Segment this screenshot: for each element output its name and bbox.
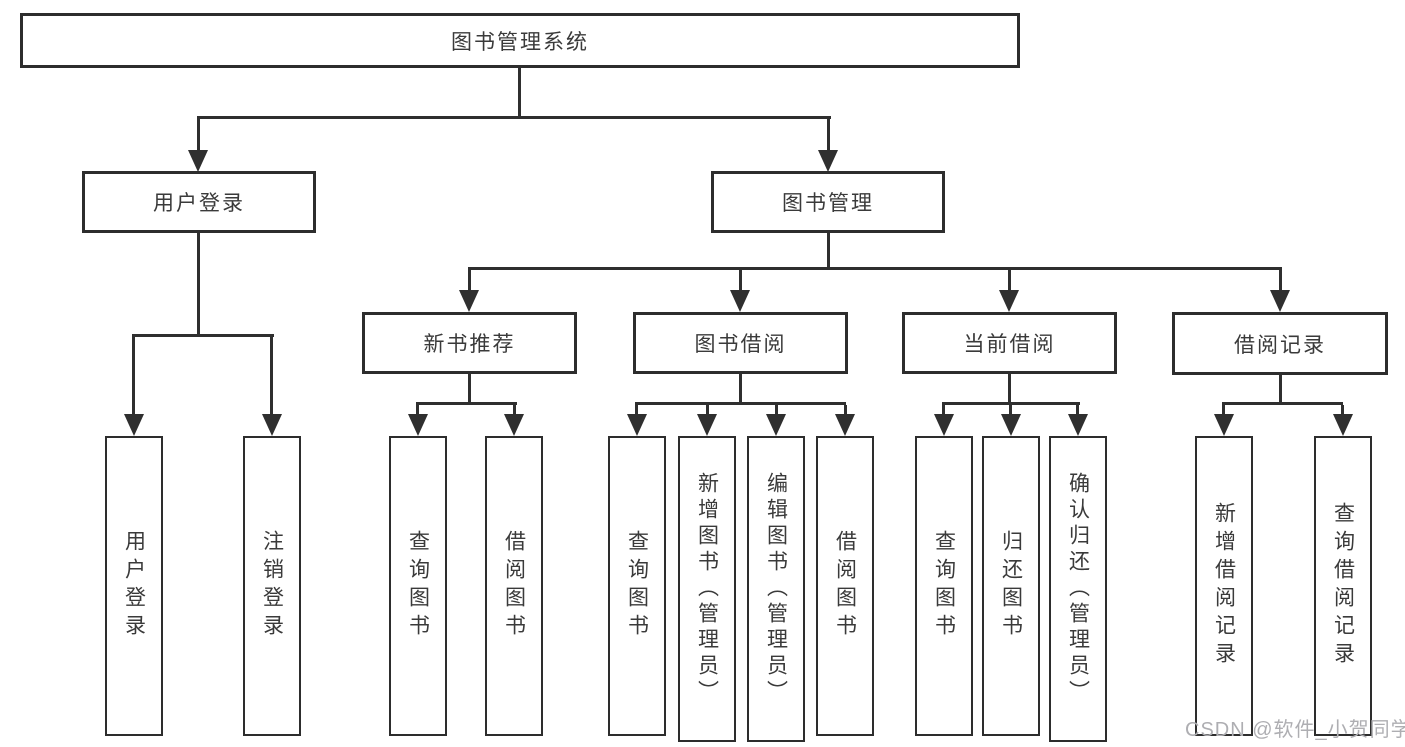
arrowhead-to-borrow-leaf4 [835, 414, 855, 436]
arrowhead-to-login-leaf1 [124, 414, 144, 436]
connector-borrow-leaf4-stem [844, 405, 847, 415]
connector-new-book-stem [468, 270, 471, 292]
leaf-add-book-admin: 新增图书（管理员） [678, 436, 736, 742]
leaf-current-search-book: 查询图书 [915, 436, 973, 736]
connector-book-borrow-vline [739, 374, 742, 404]
node-user-login: 用户登录 [82, 171, 316, 233]
node-current-borrow: 当前借阅 [902, 312, 1117, 374]
connector-current-borrow-vline [1008, 374, 1011, 404]
arrowhead-to-borrow-leaf3 [766, 414, 786, 436]
leaf-rec-borrow-book: 借阅图书 [485, 436, 543, 736]
csdn-watermark: CSDN @软件_小贺同学 [1185, 719, 1405, 741]
connector-borrow-records-vline [1279, 375, 1282, 404]
connector-current-leaf2-stem [1009, 405, 1012, 415]
leaf-rec-search-book: 查询图书 [389, 436, 447, 736]
connector-book-mgmt-hline [468, 267, 1282, 270]
connector-book-borrow-stem [739, 270, 742, 292]
connector-book-mgmt-vline [827, 233, 830, 268]
arrowhead-to-current-leaf1 [934, 414, 954, 436]
leaf-borrow-search-book: 查询图书 [608, 436, 666, 736]
arrowhead-to-new-book [459, 290, 479, 312]
node-library-management-system: 图书管理系统 [20, 13, 1020, 68]
connector-root-hline [197, 116, 831, 119]
leaf-borrow-book: 借阅图书 [816, 436, 874, 736]
arrowhead-to-records-leaf1 [1214, 414, 1234, 436]
connector-current-borrow-hline [942, 402, 1080, 405]
connector-borrow-leaf1-stem [635, 405, 638, 415]
arrowhead-to-current-leaf3 [1068, 414, 1088, 436]
connector-borrow-records-stem [1279, 270, 1282, 292]
arrowhead-to-borrow-leaf1 [627, 414, 647, 436]
node-new-book-recommend: 新书推荐 [362, 312, 577, 374]
connector-borrow-leaf3-stem [775, 405, 778, 415]
arrowhead-to-book-mgmt [818, 150, 838, 172]
connector-borrow-records-hline [1222, 402, 1343, 405]
leaf-user-login: 用户登录 [105, 436, 163, 736]
arrowhead-to-login-leaf2 [262, 414, 282, 436]
connector-current-leaf3-stem [1076, 405, 1079, 415]
connector-user-login-hline [132, 334, 274, 337]
connector-records-leaf1-stem [1222, 405, 1225, 415]
arrowhead-to-borrow-records [1270, 290, 1290, 312]
connector-user-login-vline [197, 233, 200, 335]
leaf-search-borrow-record: 查询借阅记录 [1314, 436, 1372, 736]
connector-current-borrow-stem [1008, 270, 1011, 292]
connector-login-leaf2-stem [270, 337, 273, 415]
connector-new-book-hline [416, 402, 517, 405]
arrowhead-to-user-login [188, 150, 208, 172]
arrowhead-to-current-borrow [999, 290, 1019, 312]
leaf-logout: 注销登录 [243, 436, 301, 736]
arrowhead-to-rec-leaf1 [408, 414, 428, 436]
arrowhead-to-current-leaf2 [1001, 414, 1021, 436]
leaf-add-borrow-record: 新增借阅记录 [1195, 436, 1253, 736]
arrowhead-to-rec-leaf2 [504, 414, 524, 436]
node-book-management: 图书管理 [711, 171, 945, 233]
arrowhead-to-borrow-leaf2 [697, 414, 717, 436]
connector-rec-leaf1-stem [416, 405, 419, 415]
connector-root-vline [518, 68, 521, 118]
node-borrow-records: 借阅记录 [1172, 312, 1388, 375]
leaf-return-book: 归还图书 [982, 436, 1040, 736]
connector-login-leaf1-stem [132, 337, 135, 415]
connector-user-login-stem [197, 119, 200, 152]
connector-records-leaf2-stem [1341, 405, 1344, 415]
leaf-edit-book-admin: 编辑图书（管理员） [747, 436, 805, 742]
connector-book-borrow-hline [635, 402, 846, 405]
connector-book-mgmt-stem [827, 119, 830, 152]
connector-current-leaf1-stem [942, 405, 945, 415]
connector-borrow-leaf2-stem [706, 405, 709, 415]
leaf-confirm-return-admin: 确认归还（管理员） [1049, 436, 1107, 742]
connector-rec-leaf2-stem [513, 405, 516, 415]
arrowhead-to-records-leaf2 [1333, 414, 1353, 436]
connector-new-book-vline [468, 374, 471, 404]
arrowhead-to-book-borrow [730, 290, 750, 312]
node-book-borrow: 图书借阅 [633, 312, 848, 374]
